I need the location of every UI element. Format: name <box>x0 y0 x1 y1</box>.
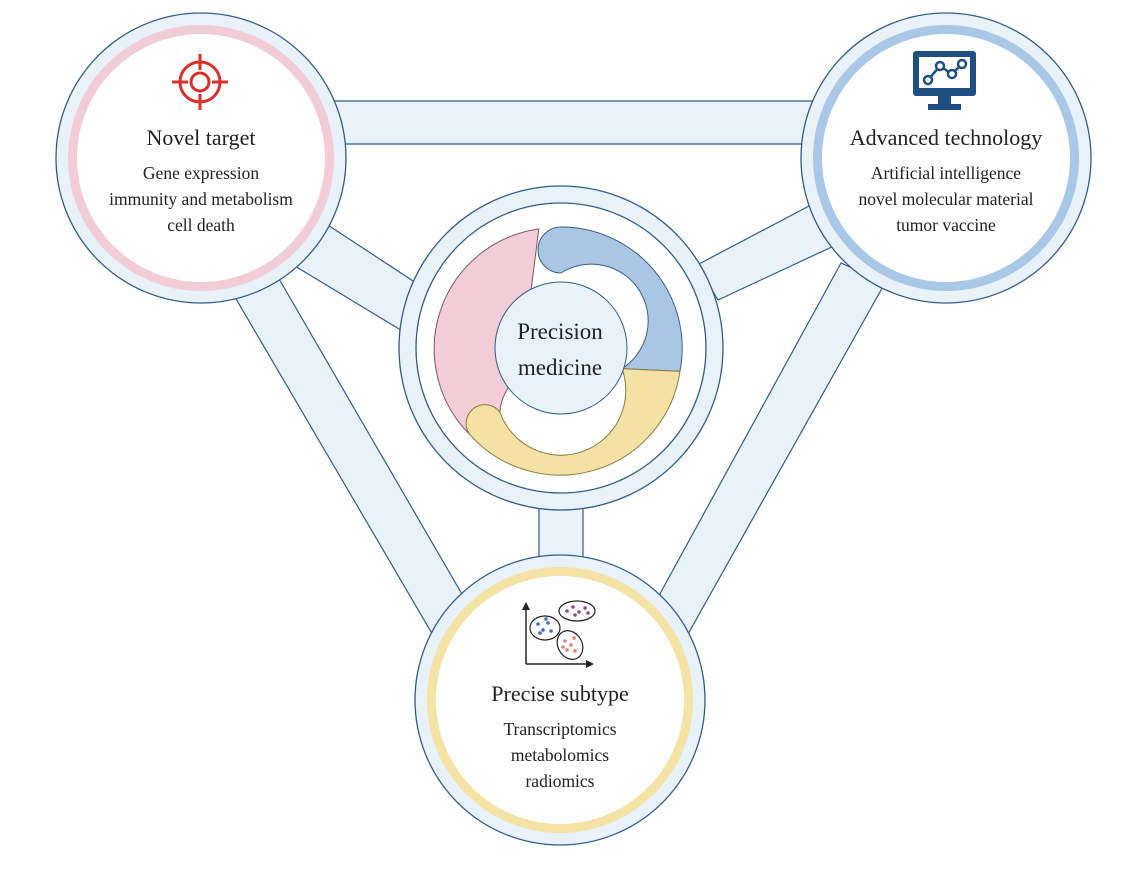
node-subtype-circle <box>414 554 706 846</box>
hub-segment-yellow <box>465 368 681 476</box>
cluster-scatter-icon <box>522 600 596 668</box>
node-subtype-line2: metabolomics <box>510 745 610 765</box>
node-target-text: Novel target Gene expression immunity an… <box>86 124 316 238</box>
node-technology-line3: tumor vaccine <box>896 215 996 235</box>
connector-bottom <box>538 504 584 561</box>
node-target-line2: immunity and metabolism <box>109 189 293 209</box>
node-subtype-title: Precise subtype <box>491 681 629 706</box>
hub-segment-pink <box>433 228 540 436</box>
hub-segment-blue <box>537 226 683 372</box>
center-label-line1: Precision <box>517 319 603 344</box>
center-label: Precision medicine <box>475 314 645 386</box>
center-hub <box>398 185 724 511</box>
node-target-line3: cell death <box>167 215 235 235</box>
node-subtype-line1: Transcriptomics <box>503 719 617 739</box>
node-target-title: Novel target <box>146 125 256 150</box>
node-target-circle <box>55 12 347 304</box>
node-technology-line1: Artificial intelligence <box>870 163 1022 183</box>
node-target-line1: Gene expression <box>142 163 260 183</box>
node-technology-title: Advanced technology <box>849 125 1043 150</box>
hub-core <box>494 281 628 415</box>
node-technology-circle <box>800 12 1092 304</box>
crosshair-target-icon <box>172 54 228 110</box>
center-label-line2: medicine <box>517 355 603 380</box>
node-subtype-text: Precise subtype Transcriptomics metabolo… <box>445 680 675 794</box>
connector-top <box>319 100 831 145</box>
monitor-chart-icon <box>913 51 976 110</box>
node-technology-line2: novel molecular material <box>858 189 1034 209</box>
node-subtype-line3: radiomics <box>525 771 595 791</box>
node-technology-text: Advanced technology Artificial intellige… <box>826 124 1066 238</box>
